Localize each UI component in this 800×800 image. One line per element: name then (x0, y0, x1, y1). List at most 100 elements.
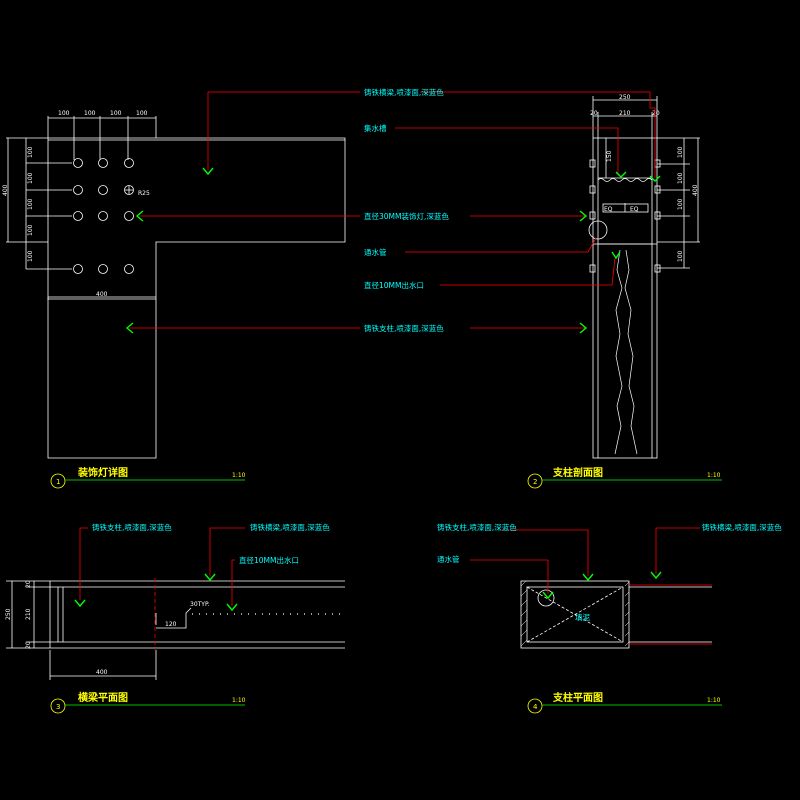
view-title: 装饰灯详图 (77, 466, 128, 479)
view-number: 2 (533, 478, 537, 486)
dim-text: 20 (590, 110, 598, 117)
lamp-hole (73, 158, 83, 168)
view-1-lamp-detail (6, 116, 346, 459)
beam-column-outline (47, 137, 346, 459)
dim-text: 100 (677, 198, 684, 210)
title-block-4: 4 支柱平面图 1:10 (527, 691, 722, 714)
dim-text: 120 (165, 621, 177, 628)
view-number: 3 (56, 703, 60, 711)
note-column: 铸铁支柱,喷漆面,深蓝色 (92, 522, 172, 532)
view-number: 1 (56, 478, 60, 486)
dim-text: 400 (692, 184, 699, 196)
lamp-hole (124, 158, 134, 168)
water-stream (614, 249, 638, 455)
drain-pipe-circle (588, 220, 608, 240)
note-beam: 铸铁横梁,喷漆面,深蓝色 (364, 87, 444, 97)
view-3-dashed-red (79, 527, 245, 650)
dim-text: 250 (619, 94, 631, 101)
notes-view-3: 铸铁支柱,喷漆面,深蓝色 铸铁横梁,喷漆面,深蓝色 直径10MM出水口 (92, 522, 330, 565)
dim-text: 20 (25, 580, 32, 588)
dim-text: 100 (677, 172, 684, 184)
leader-lines-top (130, 91, 656, 329)
dim-text: 100 (136, 110, 148, 117)
notes-view-4: 铸铁支柱,喷漆面,深蓝色 通水管 铸铁横梁,喷漆面,深蓝色 填泥 (437, 522, 782, 622)
dim-text: 400 (96, 291, 108, 298)
view-2-dimensions: 250 20 210 20 150 EQ EQ 100 100 100 100 … (590, 94, 699, 262)
column-outer (592, 137, 658, 459)
dim-text: 100 (27, 146, 34, 158)
dim-text: 20 (652, 110, 660, 117)
lamp-hole (124, 211, 134, 221)
dim-text: 30TYP. (190, 601, 210, 608)
note-fill: 填泥 (575, 612, 590, 622)
dim-text: 100 (27, 224, 34, 236)
dim-text: 100 (27, 250, 34, 262)
dim-text: 20 (25, 641, 32, 649)
dim-text: 100 (27, 198, 34, 210)
dim-text: 100 (677, 250, 684, 262)
water-surface (597, 178, 653, 182)
view-3-arrows (74, 573, 238, 612)
dim-text: 100 (58, 110, 70, 117)
view-number: 4 (533, 703, 538, 711)
note-column: 铸铁支柱,喷漆面,深蓝色 (364, 323, 444, 333)
dim-text: 100 (677, 146, 684, 158)
dim-text: EQ (604, 206, 613, 213)
note-beam: 铸铁横梁,喷漆面,深蓝色 (250, 522, 330, 532)
view-scale: 1:10 (232, 697, 246, 704)
note-drain-channel: 集水槽 (364, 123, 387, 133)
view-4-red-lines (470, 527, 712, 645)
lamp-hole (98, 264, 108, 274)
lamp-hole (124, 264, 134, 274)
lamp-hole (98, 158, 108, 168)
lamp-holes (73, 158, 134, 274)
dim-text: 100 (110, 110, 122, 117)
dim-text: 210 (25, 608, 32, 620)
dim-text: 100 (84, 110, 96, 117)
lamp-hole (73, 211, 83, 221)
note-outlet: 直径10MM出水口 (239, 555, 299, 565)
title-block-1: 1 装饰灯详图 1:10 (50, 466, 246, 489)
view-number-circle (50, 473, 66, 489)
dim-text: 400 (96, 669, 108, 676)
note-beam: 铸铁横梁,喷漆面,深蓝色 (702, 522, 782, 532)
lamp-hole (124, 185, 134, 195)
dim-text: 210 (619, 110, 631, 117)
view-number-circle (527, 698, 543, 714)
view-scale: 1:10 (707, 697, 721, 704)
title-block-2: 2 支柱剖面图 1:10 (527, 466, 722, 489)
view-title: 横梁平面图 (78, 691, 128, 704)
view-2-column-section (592, 96, 700, 459)
view-number-circle (50, 698, 66, 714)
lamp-hole (73, 264, 83, 274)
notes-top: 铸铁横梁,喷漆面,深蓝色 集水槽 直径30MM装饰灯,深蓝色 通水管 直径10M… (364, 87, 449, 333)
view-title: 支柱平面图 (552, 691, 603, 704)
view-4-hatch (520, 580, 630, 647)
lamp-hole (98, 185, 108, 195)
dim-text: 400 (2, 184, 9, 196)
leader-arrows (125, 167, 661, 334)
view-scale: 1:10 (707, 472, 721, 479)
dim-text: 150 (606, 150, 613, 162)
view-3-dimensions: 20 210 20 250 30TYP. 120 400 (5, 580, 210, 676)
lamp-hole (98, 211, 108, 221)
note-outlet: 直径10MM出水口 (364, 280, 424, 290)
view-4-column-plan (520, 580, 712, 649)
column-side-holes (589, 159, 661, 273)
view-4-arrows (542, 571, 662, 600)
note-drain-pipe: 通水管 (364, 247, 387, 257)
dim-text: R25 (138, 190, 150, 197)
note-column: 铸铁支柱,喷漆面,深蓝色 (437, 522, 517, 532)
title-block-3: 3 横梁平面图 1:10 (50, 691, 246, 714)
view-3-beam-plan (6, 580, 345, 680)
note-pipe: 通水管 (437, 554, 460, 564)
view-title: 支柱剖面图 (552, 466, 603, 479)
view-number-circle (527, 473, 543, 489)
column-plan-outer (520, 580, 630, 649)
lamp-hole (73, 185, 83, 195)
view-1-dimensions: 100 100 100 100 100 100 100 100 100 400 … (2, 110, 150, 298)
dim-text: EQ (630, 206, 639, 213)
view-scale: 1:10 (232, 472, 246, 479)
dim-text: 250 (5, 608, 12, 620)
